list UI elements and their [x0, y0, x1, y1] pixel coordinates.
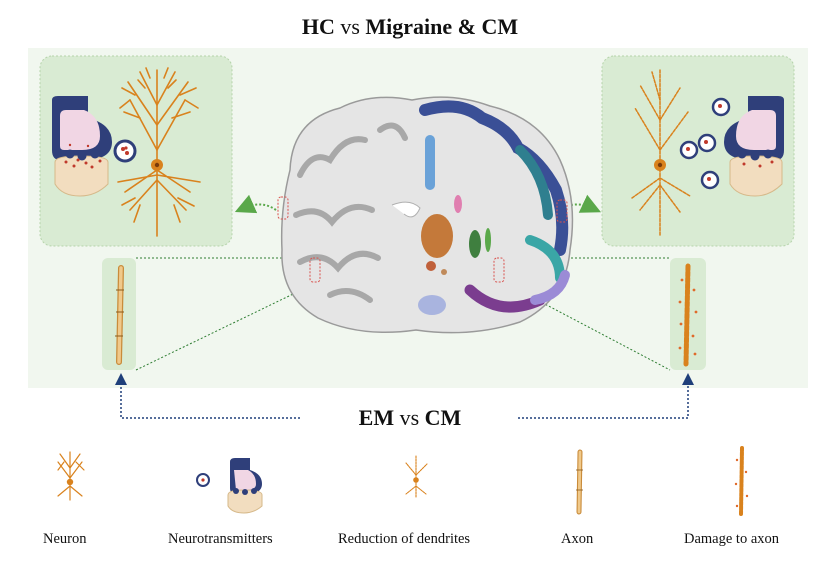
right-synapse-icon	[724, 96, 784, 197]
brain-section-illustration	[277, 96, 574, 334]
legend-label-damaged-axon: Damage to axon	[684, 531, 780, 547]
left-neuron-icon	[117, 67, 201, 237]
top-title: HC vs Migraine & CM	[0, 14, 820, 40]
right-up-arrow	[682, 373, 694, 385]
zoom-connectors	[135, 257, 671, 371]
legend-neurotransmitters-icon	[196, 458, 263, 514]
right-reduced-neuron-icon	[631, 69, 691, 237]
middle-title-right: CM	[424, 405, 462, 430]
left-axon-icon	[115, 265, 124, 365]
right-vesicles-icon	[679, 97, 731, 190]
middle-title: EM vs CM	[0, 405, 820, 431]
left-synapse-icon	[52, 96, 112, 197]
top-title-vs: vs	[340, 14, 360, 39]
legend-neuron-icon	[57, 451, 85, 501]
legend-label-reduced-dendrites: Reduction of dendrites	[338, 531, 471, 547]
right-zoom-arrow	[559, 194, 602, 213]
top-title-left: HC	[301, 14, 335, 39]
left-zoom-arrow	[234, 194, 277, 214]
left-vesicle-icon	[113, 139, 137, 163]
basal-ganglia	[421, 214, 453, 258]
legend-label-neuron: Neuron	[43, 531, 87, 547]
legend-label-neurotransmitters: Neurotransmitters	[168, 531, 273, 547]
legend-axon-icon	[576, 449, 583, 515]
top-title-right: Migraine & CM	[365, 14, 519, 39]
middle-title-vs: vs	[399, 405, 420, 430]
right-damaged-axon-icon	[678, 263, 698, 367]
legend-label-axon: Axon	[561, 531, 594, 547]
middle-title-left: EM	[358, 405, 395, 430]
legend-reduced-dendrites-icon	[405, 455, 428, 499]
legend-damaged-axon-icon	[734, 446, 749, 516]
left-up-arrow	[115, 373, 127, 385]
comparison-bracket	[120, 382, 689, 419]
